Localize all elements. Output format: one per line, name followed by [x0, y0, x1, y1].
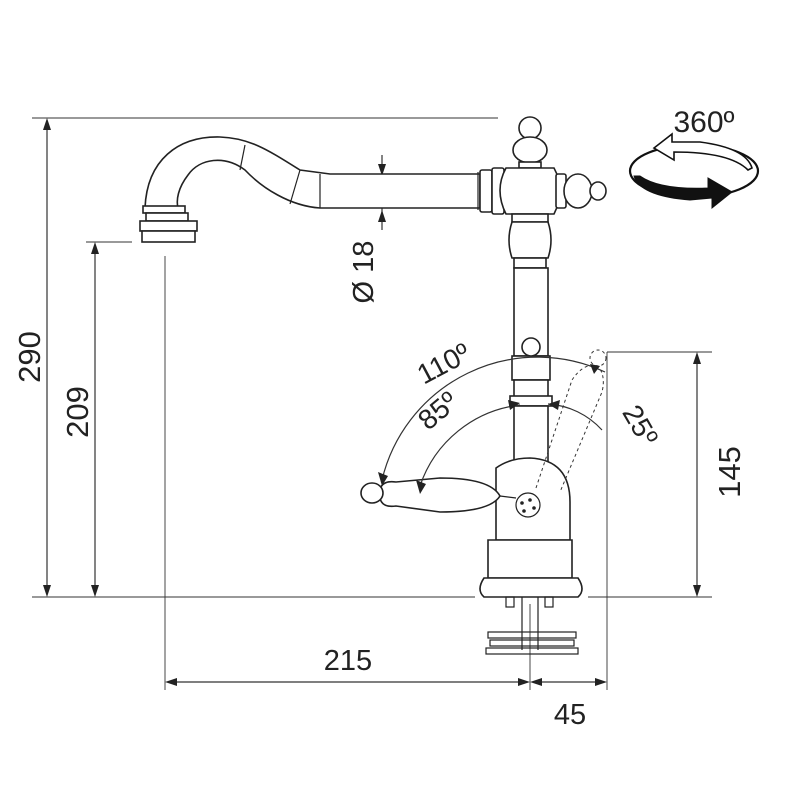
base-offset-label: 45 [554, 699, 586, 731]
dimension-total-height: 290 [12, 118, 51, 597]
dimension-reach: 215 [165, 645, 530, 686]
swivel-label: 360º [673, 106, 734, 139]
top-finial [512, 116, 548, 169]
angle-25-label: 25º [616, 400, 664, 451]
spout-height-label: 209 [60, 386, 95, 438]
lever-handle [360, 477, 517, 513]
angle-85-label: 85º [412, 386, 464, 436]
pipe-diameter-label: Ø 18 [348, 241, 380, 304]
angle-arcs [378, 356, 606, 494]
mounting-fittings [485, 596, 579, 655]
dimension-base-offset: 45 [530, 678, 607, 731]
total-height-label: 290 [12, 331, 47, 383]
angle-110-label: 110º [412, 337, 475, 390]
dimension-spout-height: 209 [60, 242, 99, 597]
swivel-indicator: 360º [628, 106, 760, 210]
dimension-pipe-diameter: Ø 18 [348, 155, 386, 303]
faucet-body [479, 167, 607, 598]
extension-lines [32, 117, 712, 690]
lever-height-label: 145 [712, 446, 747, 498]
reach-label: 215 [324, 645, 372, 677]
rotation-arrow-icon [628, 132, 760, 210]
dimension-lever-height: 145 [693, 352, 747, 597]
spout [139, 136, 505, 243]
